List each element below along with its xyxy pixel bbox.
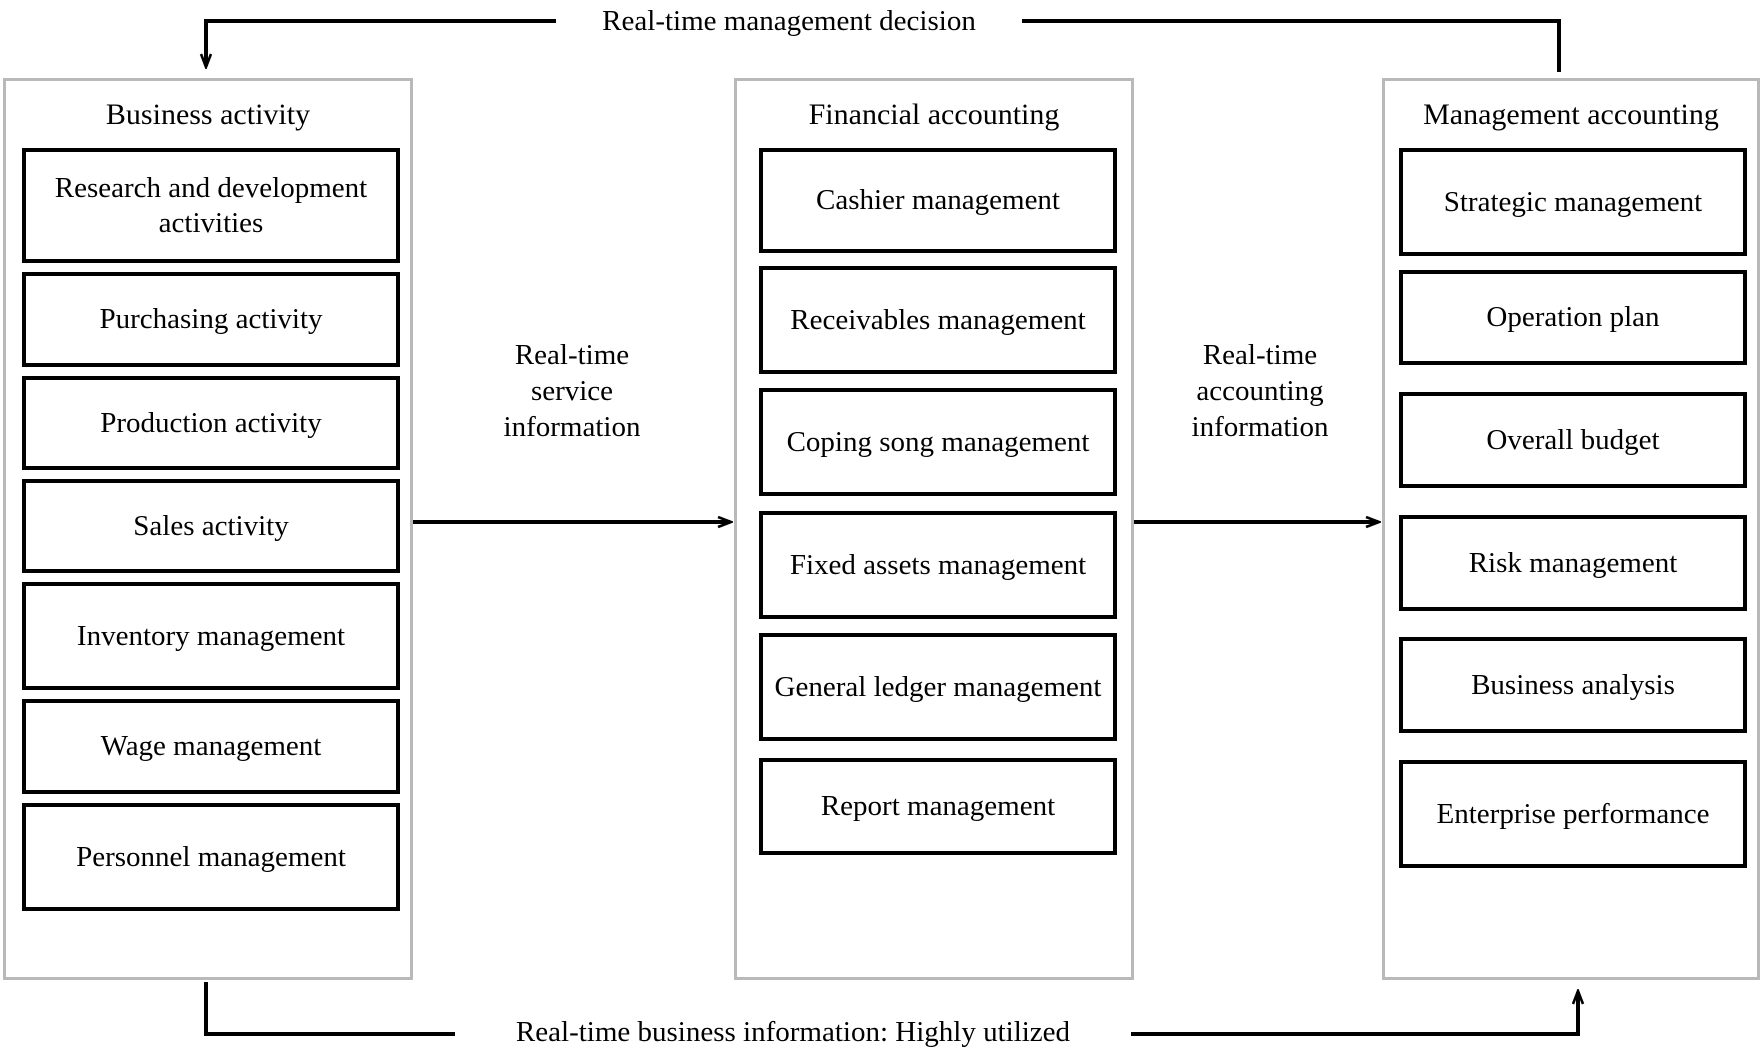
item-report-management[interactable]: Report management: [759, 758, 1117, 855]
item-strategic-management[interactable]: Strategic management: [1399, 148, 1747, 256]
label-real-time-accounting-information: Real-time accounting information: [1140, 337, 1380, 445]
item-sales-activity[interactable]: Sales activity: [22, 479, 400, 573]
label-real-time-service-information: Real-time service information: [418, 337, 726, 445]
item-research-and-development-activities[interactable]: Research and development activities: [22, 148, 400, 263]
column-title-business-activity: Business activity: [105, 98, 311, 131]
item-operation-plan[interactable]: Operation plan: [1399, 270, 1747, 365]
label-real-time-business-information: Real-time business information: Highly u…: [455, 1014, 1131, 1050]
item-overall-budget[interactable]: Overall budget: [1399, 392, 1747, 488]
label-real-time-management-decision: Real-time management decision: [556, 3, 1022, 39]
item-receivables-management[interactable]: Receivables management: [759, 266, 1117, 374]
column-title-management-accounting: Management accounting: [1423, 98, 1719, 131]
item-fixed-assets-management[interactable]: Fixed assets management: [759, 511, 1117, 619]
item-risk-management[interactable]: Risk management: [1399, 515, 1747, 611]
item-cashier-management[interactable]: Cashier management: [759, 148, 1117, 253]
column-title-financial-accounting: Financial accounting: [808, 98, 1060, 131]
item-coping-song-management[interactable]: Coping song management: [759, 388, 1117, 496]
item-wage-management[interactable]: Wage management: [22, 699, 400, 794]
column-business-activity: Business activity Research and developme…: [3, 78, 413, 980]
item-personnel-management[interactable]: Personnel management: [22, 803, 400, 911]
item-business-analysis[interactable]: Business analysis: [1399, 637, 1747, 733]
item-purchasing-activity[interactable]: Purchasing activity: [22, 272, 400, 367]
item-inventory-management[interactable]: Inventory management: [22, 582, 400, 690]
column-financial-accounting: Financial accounting Cashier management …: [734, 78, 1134, 980]
item-general-ledger-management[interactable]: General ledger management: [759, 633, 1117, 741]
item-production-activity[interactable]: Production activity: [22, 376, 400, 470]
column-management-accounting: Management accounting Strategic manageme…: [1382, 78, 1760, 980]
item-enterprise-performance[interactable]: Enterprise performance: [1399, 760, 1747, 868]
